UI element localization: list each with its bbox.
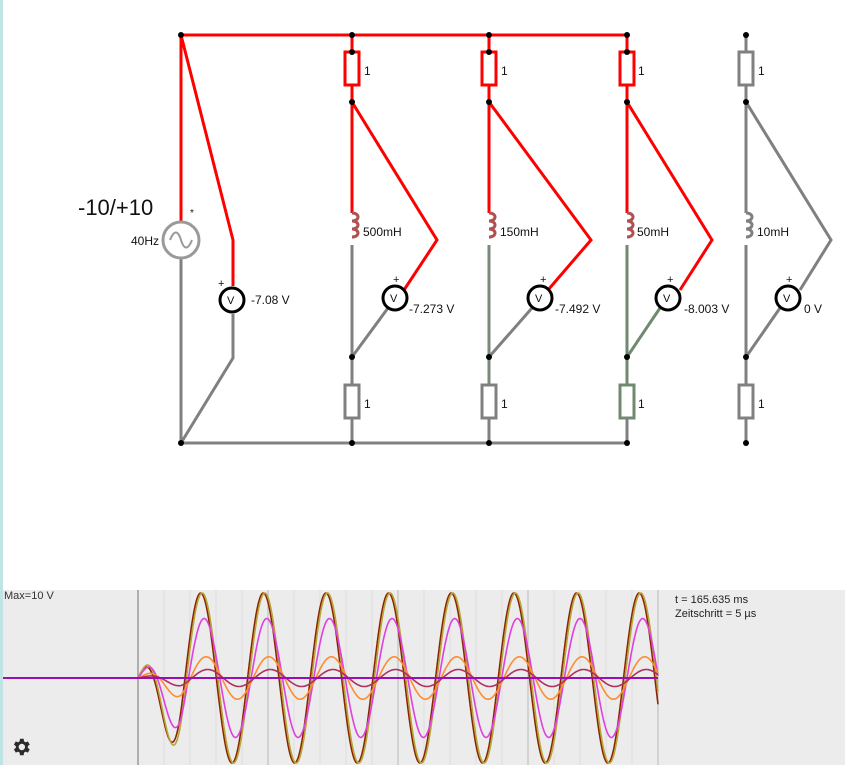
svg-text:150mH: 150mH — [500, 225, 539, 239]
inductor-icon[interactable] — [488, 211, 497, 239]
svg-text:1: 1 — [638, 64, 645, 78]
svg-text:V: V — [535, 293, 543, 305]
source-star: * — [190, 208, 194, 219]
svg-text:1: 1 — [501, 64, 508, 78]
svg-text:1: 1 — [364, 64, 371, 78]
svg-text:500mH: 500mH — [363, 225, 402, 239]
svg-text:+: + — [393, 274, 399, 286]
svg-text:1: 1 — [501, 397, 508, 411]
voltmeter-reading: -7.08 V — [251, 293, 290, 307]
svg-text:V: V — [227, 295, 235, 307]
svg-text:1: 1 — [638, 397, 645, 411]
circuit-canvas[interactable]: -10/+10 40Hz * V + -7.08 V 1 500mH 1 V +… — [0, 0, 845, 590]
scope-timestep: Zeitschritt = 5 µs — [675, 608, 757, 620]
scope-trace — [137, 668, 659, 688]
branch-50mh[interactable]: 1 50mH 1 V + -8.003 V — [618, 35, 729, 443]
resistor-icon[interactable] — [618, 50, 636, 87]
svg-text:+: + — [540, 274, 546, 286]
voltmeter-icon[interactable] — [526, 284, 554, 312]
source-branch[interactable]: -10/+10 40Hz * V + -7.08 V — [78, 34, 290, 444]
inductor-icon[interactable] — [626, 211, 635, 239]
voltmeter-reading: -8.003 V — [684, 302, 729, 316]
voltmeter-reading: -7.492 V — [555, 302, 600, 316]
voltmeter-icon[interactable] — [654, 284, 682, 312]
scope-trace — [137, 656, 659, 700]
inductor-icon[interactable] — [351, 211, 360, 239]
junction-dots — [178, 32, 749, 446]
svg-text:1: 1 — [758, 64, 765, 78]
svg-text:10mH: 10mH — [757, 225, 789, 239]
inductor-icon[interactable] — [745, 211, 754, 239]
svg-text:V: V — [390, 293, 398, 305]
scope-trace — [137, 592, 659, 764]
oscilloscope-panel[interactable]: Max=10 V t = 165.635 ms Zeitschritt = 5 … — [3, 590, 845, 765]
svg-text:50mH: 50mH — [637, 225, 669, 239]
settings-gear-icon[interactable] — [10, 736, 32, 758]
svg-text:+: + — [667, 274, 673, 286]
voltmeter-reading: 0 V — [804, 302, 822, 316]
voltmeter-icon[interactable] — [774, 284, 802, 312]
svg-text:1: 1 — [758, 397, 765, 411]
svg-text:+: + — [218, 278, 224, 290]
source-label: -10/+10 — [78, 195, 153, 220]
window-left-edge — [0, 0, 3, 765]
branch-10mh[interactable]: 1 10mH 1 V + 0 V — [737, 35, 833, 443]
voltmeter-reading: -7.273 V — [409, 302, 454, 316]
scope-time: t = 165.635 ms — [675, 594, 749, 606]
oscilloscope-plot[interactable] — [3, 590, 845, 765]
scope-time-info: t = 165.635 ms Zeitschritt = 5 µs — [675, 593, 756, 621]
resistor-icon[interactable] — [737, 383, 755, 420]
branch-500mh[interactable]: 1 500mH 1 V + -7.273 V — [343, 35, 454, 443]
resistor-icon[interactable] — [737, 50, 755, 87]
resistor-icon[interactable] — [480, 50, 498, 87]
resistor-icon[interactable] — [618, 383, 636, 420]
voltmeter-icon[interactable] — [381, 284, 409, 312]
scope-trace — [137, 617, 659, 739]
resistor-icon[interactable] — [343, 50, 361, 87]
resistor-icon[interactable] — [480, 383, 498, 420]
svg-text:V: V — [783, 293, 791, 305]
svg-text:V: V — [663, 293, 671, 305]
scope-max-label: Max=10 V — [4, 590, 54, 602]
svg-text:+: + — [786, 274, 792, 286]
branch-150mh[interactable]: 1 150mH 1 V + -7.492 V — [480, 35, 600, 443]
svg-text:1: 1 — [364, 397, 371, 411]
source-frequency: 40Hz — [131, 234, 159, 248]
voltmeter-icon[interactable] — [218, 286, 246, 314]
resistor-icon[interactable] — [343, 383, 361, 420]
